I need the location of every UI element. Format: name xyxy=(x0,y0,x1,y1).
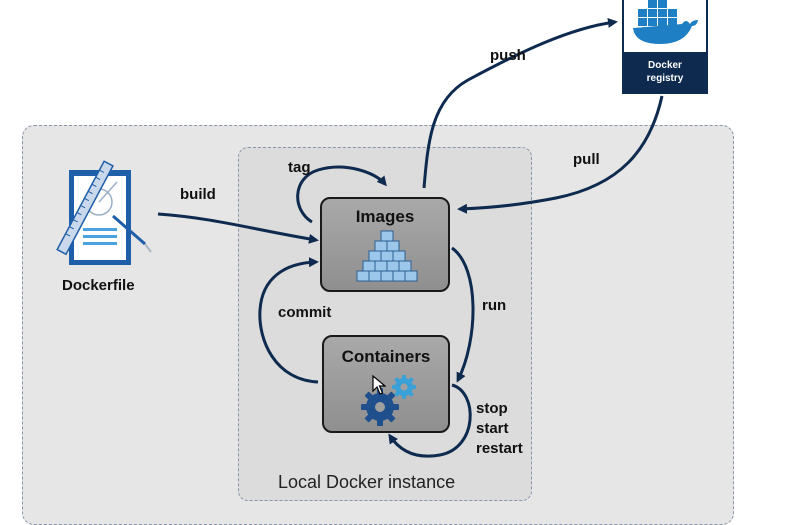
gear-icon xyxy=(361,375,416,426)
pull-arrow xyxy=(457,95,664,214)
images-title: Images xyxy=(355,207,415,226)
docker-registry-label: Docker registry xyxy=(624,52,706,92)
tag-label: tag xyxy=(288,159,311,176)
stop-label: stop xyxy=(476,400,508,417)
tag-arrow xyxy=(296,165,387,224)
docker-registry-node: Docker registry xyxy=(622,0,708,94)
pull-label: pull xyxy=(573,151,600,168)
docker-whale-icon xyxy=(633,0,698,44)
run-label: run xyxy=(482,297,507,314)
registry-label-line1: Docker xyxy=(648,60,682,71)
image-cubes-icon xyxy=(356,230,418,282)
images-node: Images xyxy=(320,197,450,292)
build-arrow xyxy=(157,212,319,244)
start-label: start xyxy=(476,420,509,437)
run-arrow xyxy=(451,246,475,383)
commit-arrow xyxy=(258,257,319,384)
push-arrow xyxy=(422,17,618,189)
build-label: build xyxy=(180,186,216,203)
dockerfile-label: Dockerfile xyxy=(62,277,135,294)
local-docker-instance-label: Local Docker instance xyxy=(278,472,456,492)
push-label: push xyxy=(490,47,526,64)
arrows-layer xyxy=(157,17,664,458)
cursor-icon xyxy=(372,375,386,395)
containers-node: Containers xyxy=(322,335,450,433)
registry-label-line2: registry xyxy=(646,73,684,84)
containers-title: Containers xyxy=(341,347,431,366)
lifecycle-arrow xyxy=(388,383,472,458)
restart-label: restart xyxy=(476,440,523,457)
commit-label: commit xyxy=(278,304,332,321)
dockerfile-icon xyxy=(56,160,152,265)
